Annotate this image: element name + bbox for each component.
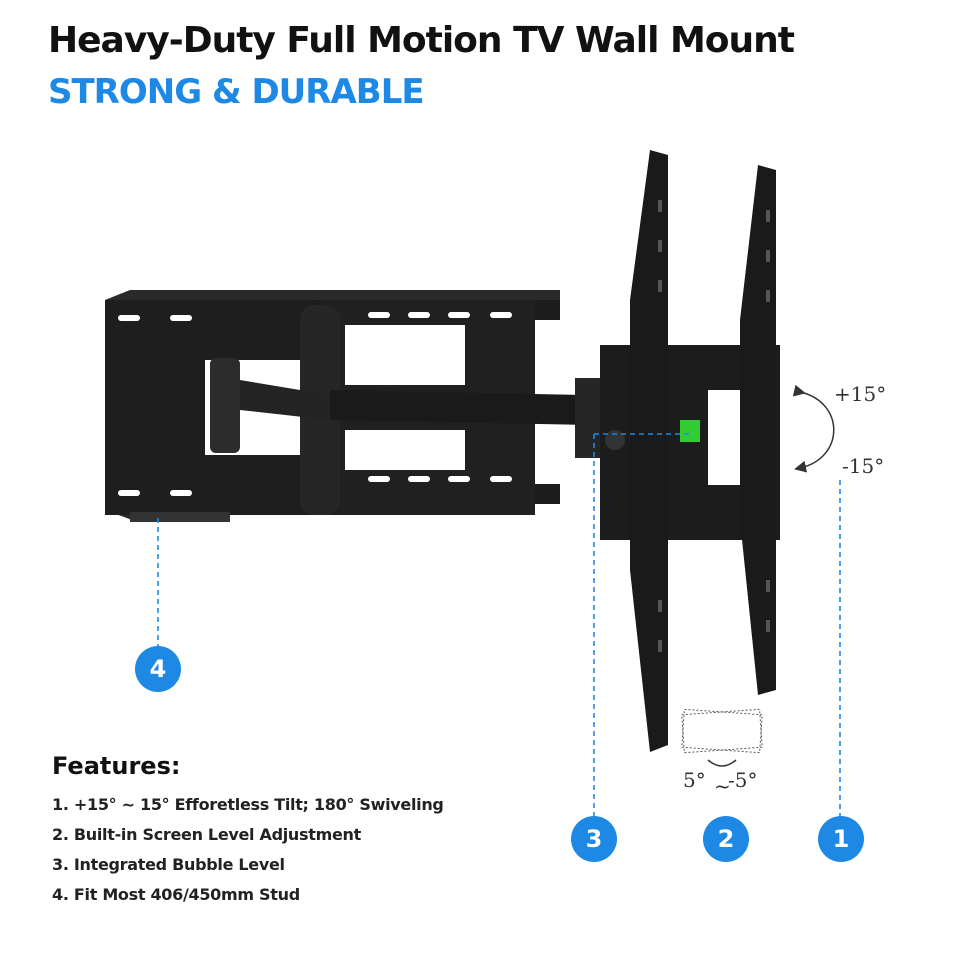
screen-level-icon [681,708,763,754]
feature-item: 3. Integrated Bubble Level [52,855,285,874]
callout-1: 1 [818,816,864,862]
page-subtitle: STRONG & DURABLE [48,72,425,112]
feature-item: 4. Fit Most 406/450mm Stud [52,885,300,904]
callout-2: 2 [703,816,749,862]
bubble-level [680,420,700,442]
callout-3: 3 [571,816,617,862]
feature-item: 1. +15° ~ 15° Efforetless Tilt; 180° Swi… [52,795,444,814]
tv-rails [630,150,776,752]
tilt-down-label: -15° [842,454,885,478]
page-title: Heavy-Duty Full Motion TV Wall Mount [48,20,795,61]
callout-4: 4 [135,646,181,692]
level-right-label: -5° [728,768,758,792]
features-list: 1. +15° ~ 15° Efforetless Tilt; 180° Swi… [52,790,444,910]
level-arc-icon [707,759,737,767]
features-heading: Features: [52,752,181,780]
tilt-up-label: +15° [834,382,887,406]
level-tilde-label: ~ [714,774,731,798]
feature-item: 2. Built-in Screen Level Adjustment [52,825,361,844]
tilt-arc-icon [792,384,835,473]
wall-plate [105,290,560,522]
level-left-label: 5° [683,768,706,792]
features-section: Features: 1. +15° ~ 15° Efforetless Tilt… [52,752,444,910]
